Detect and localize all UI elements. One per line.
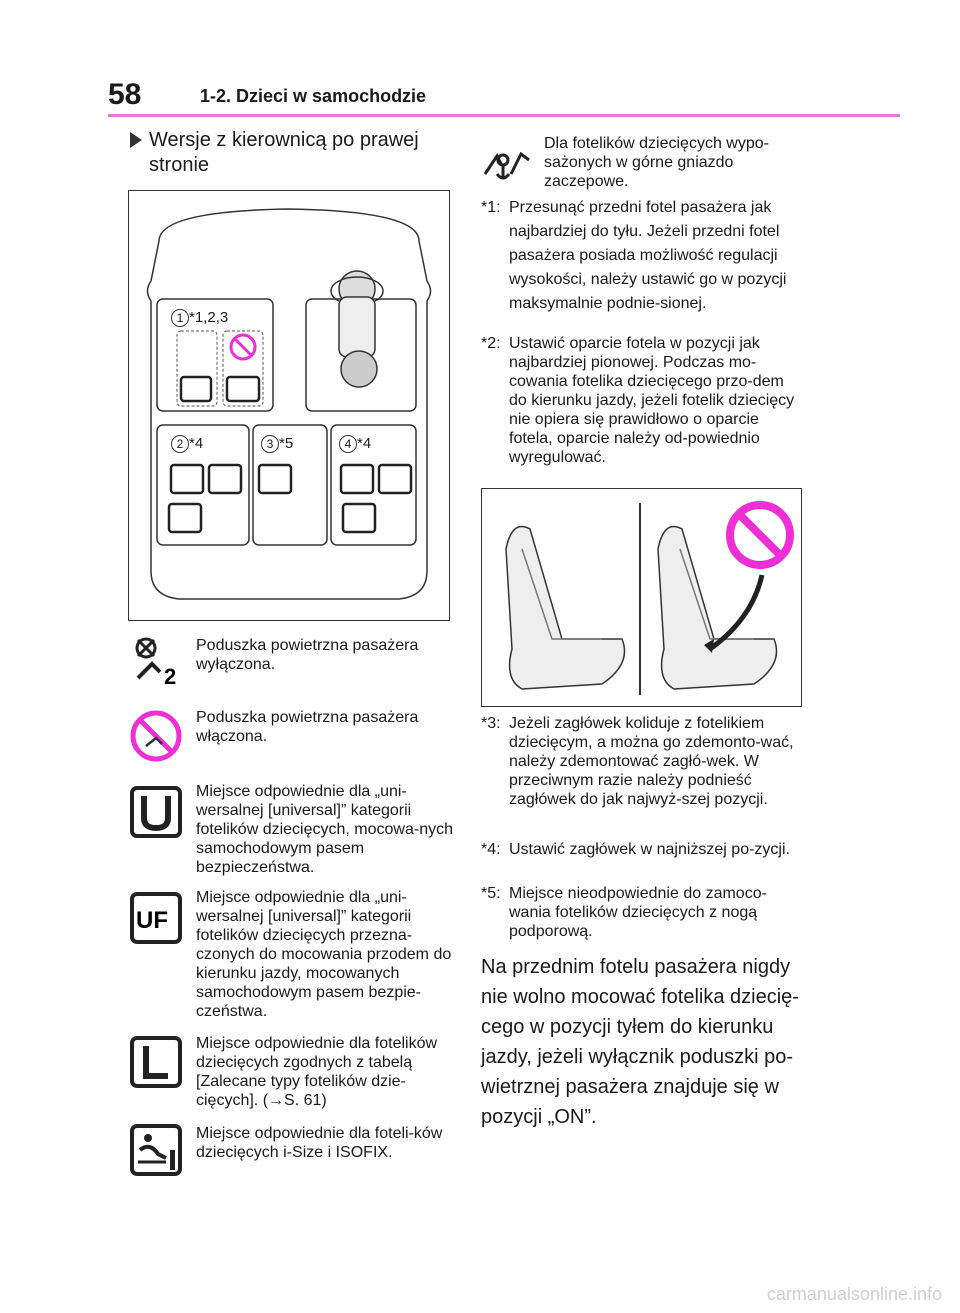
- top-tether-icon: [483, 151, 530, 180]
- seat-1-number: 1: [171, 309, 189, 327]
- legend-text: Miejsce odpowiednie dla „uni-wersalnej […: [196, 783, 453, 876]
- legend-text: Miejsce odpowiednie dla foteli-ków dziec…: [196, 1125, 443, 1161]
- category-l-icon: [130, 1036, 182, 1088]
- svg-text:2: 2: [164, 664, 176, 686]
- section-title: 1-2. Dzieci w samochodzie: [200, 86, 427, 106]
- seat-2-number: 2: [171, 435, 189, 453]
- note-text: Jeżeli zagłówek koliduje z fotelikiem dz…: [509, 715, 794, 808]
- legend-text: Dla fotelików dziecięcych wypo-sażonych …: [544, 135, 769, 190]
- universal-u-icon: [130, 786, 182, 838]
- seat-3-label: 3*5: [261, 435, 293, 453]
- note-text: Ustawić oparcie fotela w pozycji jak naj…: [509, 335, 795, 466]
- seat-1-label: 1*1,2,3: [171, 309, 228, 327]
- legend-text: Miejsce odpowiednie dla „uni-wersalnej […: [196, 889, 452, 1020]
- legend-text: Poduszka powietrzna pasażera włączona.: [196, 709, 419, 745]
- legend-item: [130, 1124, 182, 1181]
- seating-diagram: 1*1,2,3 2*4 3*5 4*4: [128, 190, 450, 621]
- airbag-off-icon: 2: [135, 637, 176, 689]
- legend-item: 2: [130, 634, 182, 691]
- seat-2-label: 2*4: [171, 435, 203, 453]
- note-text: Miejsce nieodpowiednie do zamoco-wania f…: [509, 885, 767, 940]
- legend-text: Poduszka powietrzna pasażera wyłączona.: [196, 637, 419, 673]
- legend-item: [130, 710, 182, 767]
- note-text: Przesunąć przedni fotel pasażera jak naj…: [509, 199, 787, 312]
- seat-3-number: 3: [261, 435, 279, 453]
- subheading: Wersje z kierownicą po prawej stronie: [130, 128, 440, 178]
- legend-item: UF: [130, 892, 182, 949]
- airbag-on-prohibited-icon: [130, 710, 182, 762]
- note-3: *3: Jeżeli zagłówek koliduje z fotelikie…: [481, 714, 803, 809]
- note-1: *1: Przesunąć przedni fotel pasażera jak…: [481, 196, 803, 316]
- note-mark: *2:: [481, 335, 501, 352]
- page-number: 58: [108, 78, 142, 111]
- note-mark: *5:: [481, 885, 501, 902]
- note-mark: *1:: [481, 199, 501, 216]
- note-text: Ustawić zagłówek w najniższej po-zycji.: [509, 841, 790, 858]
- legend-item: [130, 1036, 182, 1093]
- car-outline-icon: [146, 208, 432, 600]
- legend-text: Miejsce odpowiednie dla fotelików dzieci…: [196, 1035, 438, 1109]
- universal-uf-icon: UF: [130, 892, 182, 944]
- note-2: *2: Ustawić oparcie fotela w pozycji jak…: [481, 334, 803, 467]
- seat-illustration: [481, 488, 802, 707]
- svg-text:UF: UF: [136, 907, 168, 934]
- isize-isofix-icon: [130, 1124, 182, 1176]
- note-mark: *3:: [481, 715, 501, 732]
- header-rule: [108, 114, 900, 117]
- legend-item: [130, 786, 182, 843]
- note-mark: *4:: [481, 841, 501, 858]
- note-4: *4: Ustawić zagłówek w najniższej po-zyc…: [481, 840, 803, 859]
- triangle-bullet-icon: [130, 132, 142, 148]
- warning-text: Na przednim fotelu pasażera nigdy nie wo…: [481, 956, 799, 1128]
- legend-item: [481, 134, 533, 191]
- note-5: *5: Miejsce nieodpowiednie do zamoco-wan…: [481, 884, 803, 941]
- watermark: carmanualsonline.info: [766, 1284, 942, 1304]
- seat-4-label: 4*4: [339, 435, 371, 453]
- car-seat-icon: [505, 501, 794, 695]
- seat-4-number: 4: [339, 435, 357, 453]
- subheading-text: Wersje z kierownicą po prawej stronie: [149, 129, 419, 176]
